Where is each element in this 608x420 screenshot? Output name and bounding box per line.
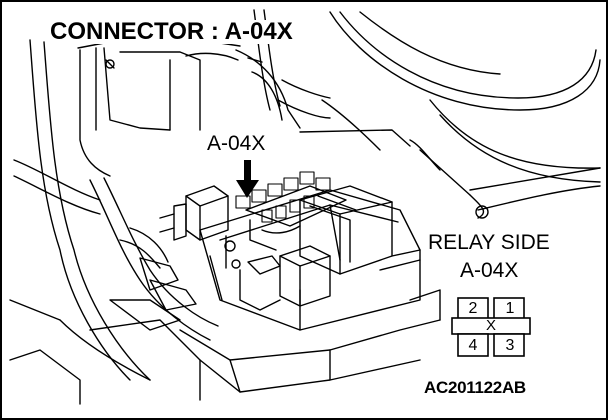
connector-face-icon [451, 297, 531, 357]
relay-side-label: RELAY SIDE [426, 231, 552, 254]
pin-number-2: 2 [468, 300, 478, 317]
diagram-title: CONNECTOR : A-04X [46, 20, 297, 44]
pin-number-3: 3 [505, 337, 515, 354]
connector-callout-label: A-04X [204, 132, 269, 155]
figure-code: AC201122AB [424, 378, 526, 397]
engine-bay-illustration [9, 9, 601, 405]
relay-side-connector-id: A-04X [458, 259, 521, 282]
callout-arrow [236, 160, 259, 198]
connector-center-mark: X [485, 317, 496, 334]
pin-number-1: 1 [505, 300, 515, 317]
pin-number-4: 4 [468, 337, 478, 354]
